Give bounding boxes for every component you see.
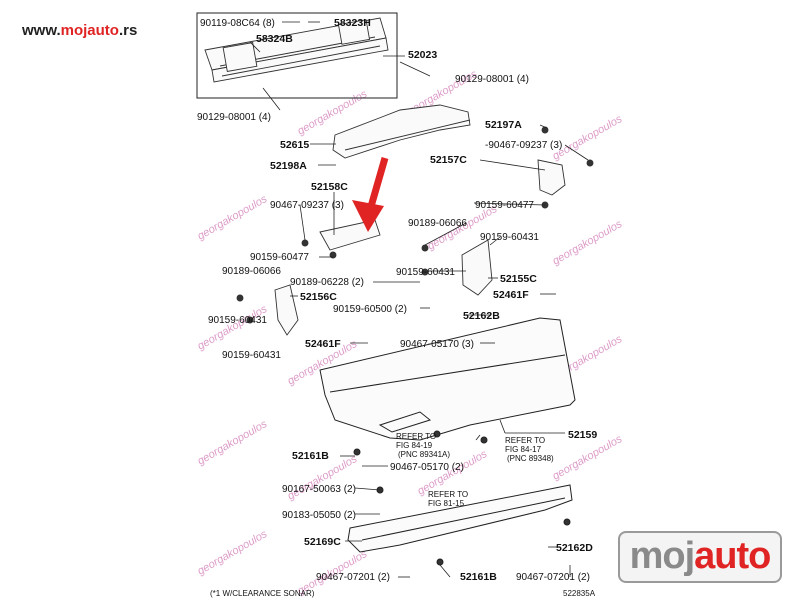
part-labels: 90119-08C64 (8) 58323H 58324B 52023 9012… xyxy=(197,17,597,598)
watermark: georgakopoulos xyxy=(551,113,625,163)
label-52159: 52159 xyxy=(568,429,597,441)
label-90467-05170-a: 90467-05170 (3) xyxy=(400,339,474,350)
label-52156c: 52156C xyxy=(300,291,337,303)
label-52461f-right: 52461F xyxy=(493,289,529,301)
site-url-brand: mojauto xyxy=(60,22,119,39)
label-fig-84-19: FIG 84-19 xyxy=(396,441,433,450)
label-clearance-sonar-note: (*1 W/CLEARANCE SONAR) xyxy=(210,589,315,598)
label-90467-05170-b: 90467-05170 (2) xyxy=(390,462,464,473)
label-52161b-top: 52161B xyxy=(292,450,329,462)
label-52157c: 52157C xyxy=(430,154,467,166)
label-52162b: 52162B xyxy=(463,310,500,322)
label-52023: 52023 xyxy=(408,49,437,61)
label-52158c: 52158C xyxy=(311,181,348,193)
watermark: georgakopoulos xyxy=(196,193,270,243)
label-52198a: 52198A xyxy=(270,160,307,172)
watermark: georgakopoulos xyxy=(196,418,270,468)
label-90119-08c64: 90119-08C64 (8) xyxy=(200,18,275,29)
label-52155c: 52155C xyxy=(500,273,537,285)
label-90189-06066-right: 90189-06066 xyxy=(408,218,467,229)
label-90467-07201-right: 90467-07201 (2) xyxy=(516,572,590,583)
label-refer-to-b: REFER TO xyxy=(505,436,545,445)
logo-part-1: moj xyxy=(629,535,696,577)
label-52461f-left: 52461F xyxy=(305,338,341,350)
label-58323h: 58323H xyxy=(334,17,371,29)
label-90159-60431-c: 90159-60431 xyxy=(208,315,267,326)
label-pnc-89341a: (PNC 89341A) xyxy=(398,450,450,459)
upper-absorber xyxy=(332,104,471,159)
label-58324b: 58324B xyxy=(256,33,293,45)
label-52197a: 52197A xyxy=(485,119,522,131)
label-90159-60477-left: 90159-60477 xyxy=(250,252,309,263)
watermark: georgakopoulos xyxy=(196,528,270,578)
label-52162d: 52162D xyxy=(556,542,593,554)
label-pnc-89348: (PNC 89348) xyxy=(507,454,554,463)
leader-lines xyxy=(249,21,589,578)
site-url[interactable]: www.mojauto.rs xyxy=(22,22,137,39)
left-bracket xyxy=(301,219,381,259)
watermark: georgakopoulos xyxy=(551,218,625,268)
label-52169c: 52169C xyxy=(304,536,341,548)
label-90189-06228: 90189-06228 (2) xyxy=(290,277,364,288)
highlight-arrow xyxy=(352,157,389,232)
label-90159-60500: 90159-60500 (2) xyxy=(333,304,407,315)
watermark: georgakopoulos xyxy=(196,303,270,353)
label-90129-08001-left: 90129-08001 (4) xyxy=(197,112,271,123)
label-refer-to-c: REFER TO xyxy=(428,490,468,499)
label-90159-60431-d: 90159-60431 xyxy=(222,350,281,361)
site-url-prefix: www. xyxy=(22,22,61,39)
side-bracket-left xyxy=(236,284,299,336)
label-fig-81-15: FIG 81-15 xyxy=(428,499,465,508)
bumper-cover xyxy=(319,317,576,444)
label-90159-60477-right: 90159-60477 xyxy=(475,200,534,211)
label-90467-07201-left: 90467-07201 (2) xyxy=(316,572,390,583)
label-90129-08001-right: 90129-08001 (4) xyxy=(455,74,529,85)
label-90159-60431-b: 90159-60431 xyxy=(396,267,455,278)
label-90467-09237-right: -90467-09237 (3) xyxy=(485,140,562,151)
label-52615: 52615 xyxy=(280,139,309,151)
label-90189-06066-left: 90189-06066 xyxy=(222,266,281,277)
label-refer-to-a: REFER TO xyxy=(396,432,436,441)
label-fig-84-17: FIG 84-17 xyxy=(505,445,542,454)
mojauto-logo: mojauto xyxy=(618,531,782,583)
side-bracket-right xyxy=(421,239,493,296)
label-90183-05050: 90183-05050 (2) xyxy=(282,510,356,521)
site-url-suffix: .rs xyxy=(118,22,138,39)
label-52161b-bottom: 52161B xyxy=(460,571,497,583)
label-90167-50063: 90167-50063 (2) xyxy=(282,484,356,495)
label-90159-60431-a: 90159-60431 xyxy=(480,232,539,243)
label-90467-09237-left: 90467-09237 (3) xyxy=(270,200,344,211)
reinforcement-beam xyxy=(204,17,389,83)
label-figure-code: 522835A xyxy=(563,589,596,598)
lower-spoiler xyxy=(347,448,573,566)
inset-frame xyxy=(196,12,398,99)
logo-part-2: auto xyxy=(694,535,771,577)
